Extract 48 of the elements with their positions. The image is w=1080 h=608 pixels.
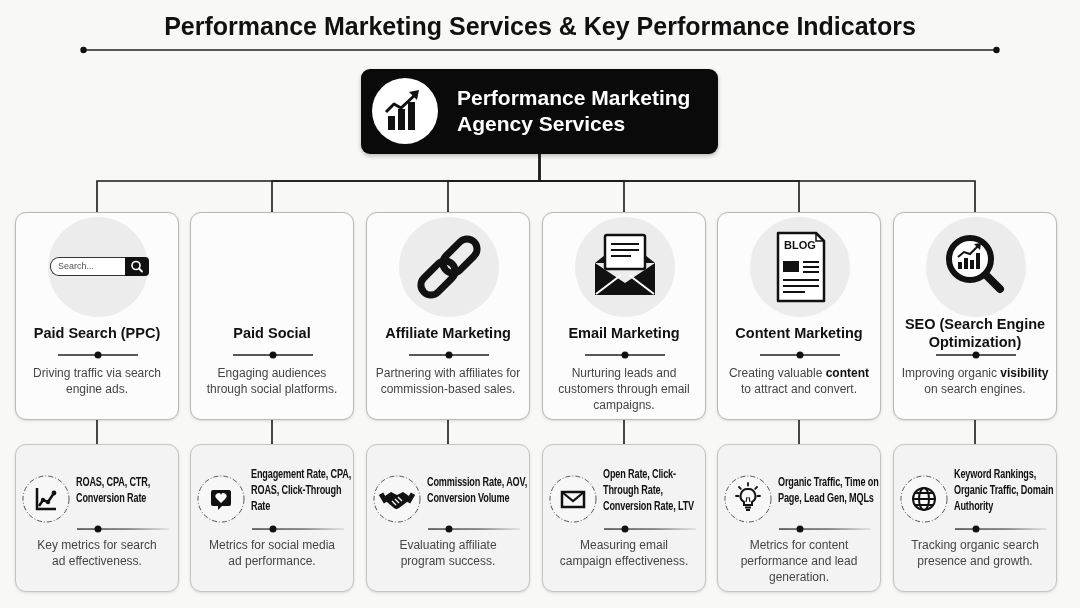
kpi-card <box>15 444 179 592</box>
card-title: Paid Social <box>233 324 311 342</box>
connector-line <box>974 419 976 445</box>
service-card <box>717 212 881 420</box>
kpi-card <box>190 444 354 592</box>
card-description: Key metrics for search ad effectiveness. <box>36 537 158 569</box>
metrics-list: Keyword Rankings, Organic Traffic, Domain Authority <box>954 466 1056 514</box>
metrics-list: Open Rate, Click-Through Rate, Conversion Rate, LTV <box>603 466 705 514</box>
title: Performance Marketing Services & Key Performance Indicators <box>164 11 916 41</box>
kpi-card <box>542 444 706 592</box>
card-title: Content Marketing <box>735 324 863 342</box>
card-description: Creating valuable content to attract and convert. <box>727 365 871 397</box>
root-node <box>361 69 718 154</box>
icon-caption: BLOG <box>784 239 816 251</box>
connector-line <box>538 153 976 213</box>
kpi-card <box>717 444 881 592</box>
connector-line <box>447 419 449 445</box>
metrics-list: Organic Traffic, Time on Page, Lead Gen, MQLs <box>778 474 880 506</box>
card-description: Evaluating affiliate program success. <box>398 537 498 569</box>
card-description: Improving organic visibility on search engines. <box>900 365 1050 397</box>
connector-line <box>798 419 800 445</box>
service-card <box>542 212 706 420</box>
kpi-card <box>893 444 1057 592</box>
card-description: Metrics for content performance and lead generation. <box>739 537 859 585</box>
metrics-list: Engagement Rate, CPA, ROAS, Click-Through Rate <box>251 466 353 514</box>
service-card <box>190 212 354 420</box>
search-field: Search... <box>50 257 125 276</box>
service-card <box>15 212 179 420</box>
card-description: Driving traffic via search engine ads. <box>32 365 162 397</box>
card-description: Engaging audiences through social platforms. <box>205 365 339 397</box>
connector-line <box>271 419 273 445</box>
connector-line <box>96 419 98 445</box>
card-description: Metrics for social media ad performance. <box>207 537 336 569</box>
card-description: Partnering with affiliates for commission-based sales. <box>374 365 522 397</box>
service-card <box>893 212 1057 420</box>
card-description: Tracking organic search presence and growth. <box>910 537 1040 569</box>
card-title: SEO (Search Engine Optimization) <box>903 315 1047 351</box>
metrics-list: ROAS, CPA, CTR, Conversion Rate <box>76 474 178 506</box>
card-title: Paid Search (PPC) <box>33 324 161 342</box>
kpi-card <box>366 444 530 592</box>
service-card <box>366 212 530 420</box>
card-description: Measuring email campaign effectiveness. <box>558 537 690 569</box>
connector-line <box>623 419 625 445</box>
card-title: Email Marketing <box>568 324 680 342</box>
node-title: Performance Marketing Agency Services <box>457 85 692 137</box>
card-title: Affiliate Marketing <box>385 324 511 342</box>
metrics-list: Commission Rate, AOV, Conversion Volume <box>427 474 529 506</box>
card-description: Nurturing leads and customers through email campaigns. <box>557 365 691 413</box>
